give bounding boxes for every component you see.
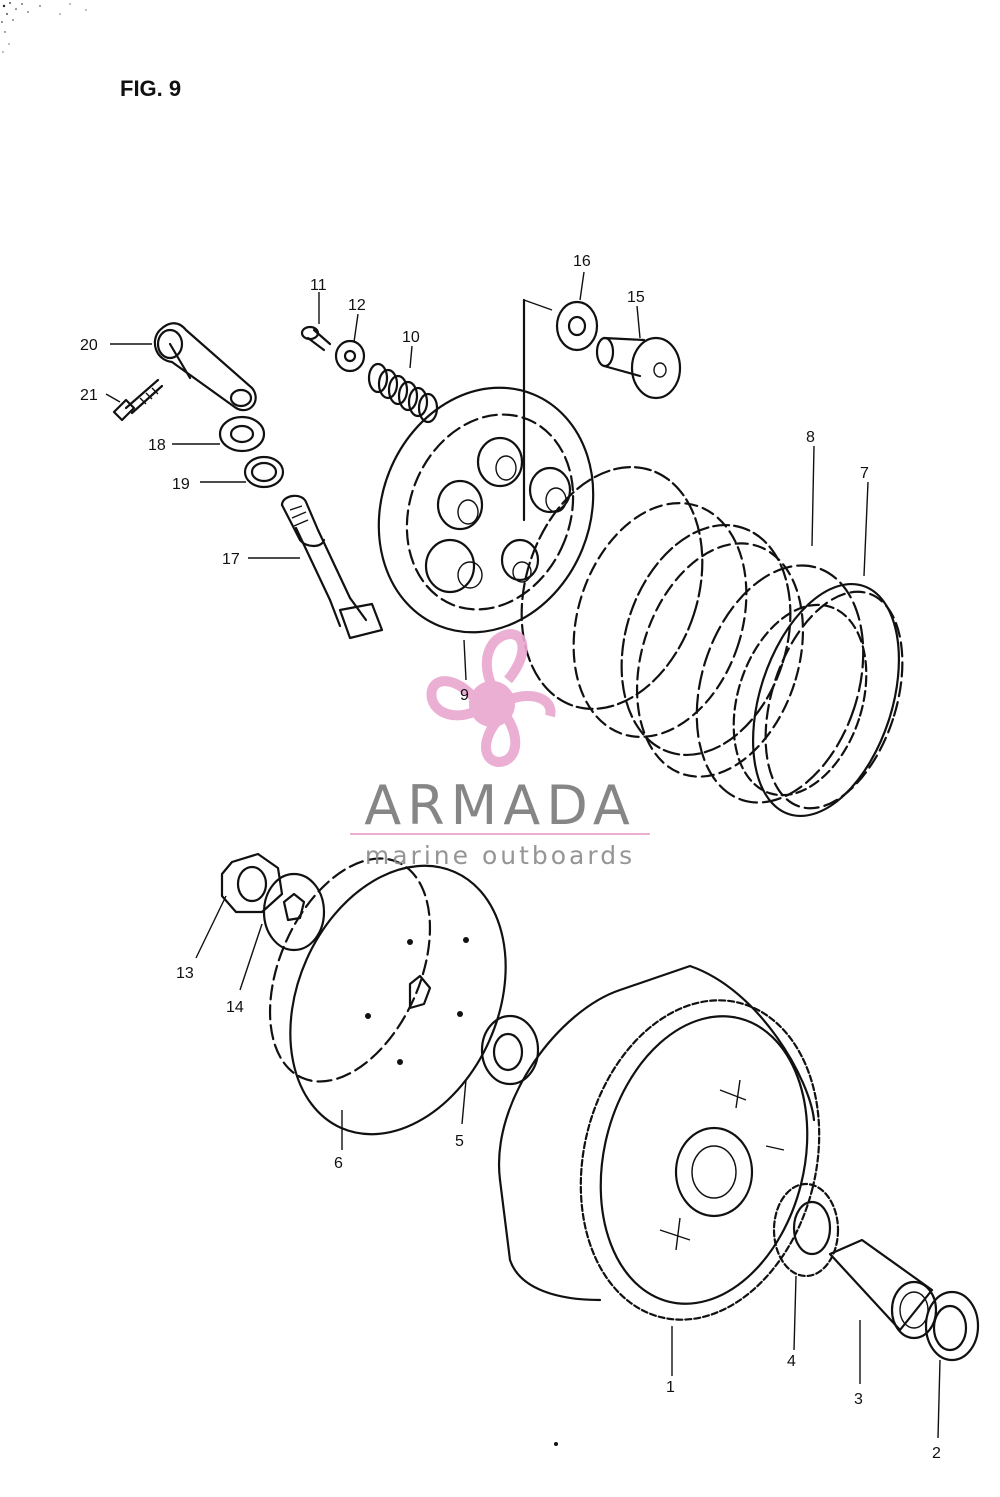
callout-2: 2 [932, 1445, 941, 1462]
callout-20: 20 [80, 337, 98, 354]
part-5-thrust-washer [480, 1014, 540, 1086]
callout-21: 21 [80, 387, 98, 404]
callout-4: 4 [787, 1353, 796, 1370]
callout-9: 9 [460, 687, 469, 704]
parts-7-8-clutch-plate-stack [520, 466, 904, 818]
callout-11: 11 [310, 277, 327, 294]
part-9-pressure-plate [377, 298, 595, 634]
part-10-spring [367, 362, 439, 424]
part-1-clutch-housing [497, 964, 821, 1321]
callout-labels: 20 21 18 19 17 11 12 10 16 15 8 7 9 13 1… [80, 253, 941, 1462]
callout-17: 17 [222, 551, 240, 568]
callout-15: 15 [627, 289, 645, 306]
callout-18: 18 [148, 437, 166, 454]
part-4-primary-gear [772, 1182, 840, 1278]
callout-19: 19 [172, 476, 190, 493]
scan-speckle [1, 2, 87, 53]
part-20-release-arm [153, 322, 257, 412]
part-3-spacer [828, 1238, 938, 1340]
callout-13: 13 [176, 965, 194, 982]
callout-12: 12 [348, 297, 366, 314]
callout-8: 8 [806, 429, 815, 446]
part-2-washer [924, 1290, 980, 1362]
part-16-washer [555, 300, 599, 352]
part-13-nut [220, 852, 284, 914]
callout-10: 10 [402, 329, 420, 346]
part-18-bushing [218, 415, 266, 453]
watermark-name: ARMADA [364, 774, 636, 837]
part-17-release-shaft [280, 494, 384, 640]
part-21-bolt [112, 378, 164, 422]
part-14-lock-washer [262, 872, 326, 952]
part-12-washer [334, 339, 366, 373]
propeller-icon [426, 628, 556, 768]
callout-1: 1 [666, 1379, 675, 1396]
leader-lines [105, 271, 941, 1439]
part-15-push-piece [595, 336, 682, 400]
callout-14: 14 [226, 999, 244, 1016]
callout-16: 16 [573, 253, 591, 270]
callout-3: 3 [854, 1391, 863, 1408]
part-11-screw [300, 325, 332, 352]
callout-7: 7 [860, 465, 869, 482]
scan-dot [554, 1442, 558, 1446]
armada-logo: ARMADA marine outboards [350, 628, 650, 870]
part-6-sleeve-hub [268, 857, 507, 1136]
part-19-o-ring [243, 455, 285, 489]
callout-5: 5 [455, 1133, 464, 1150]
figure-title: FIG. 9 [120, 76, 182, 101]
watermark-tagline: marine outboards [365, 841, 635, 870]
callout-6: 6 [334, 1155, 343, 1172]
